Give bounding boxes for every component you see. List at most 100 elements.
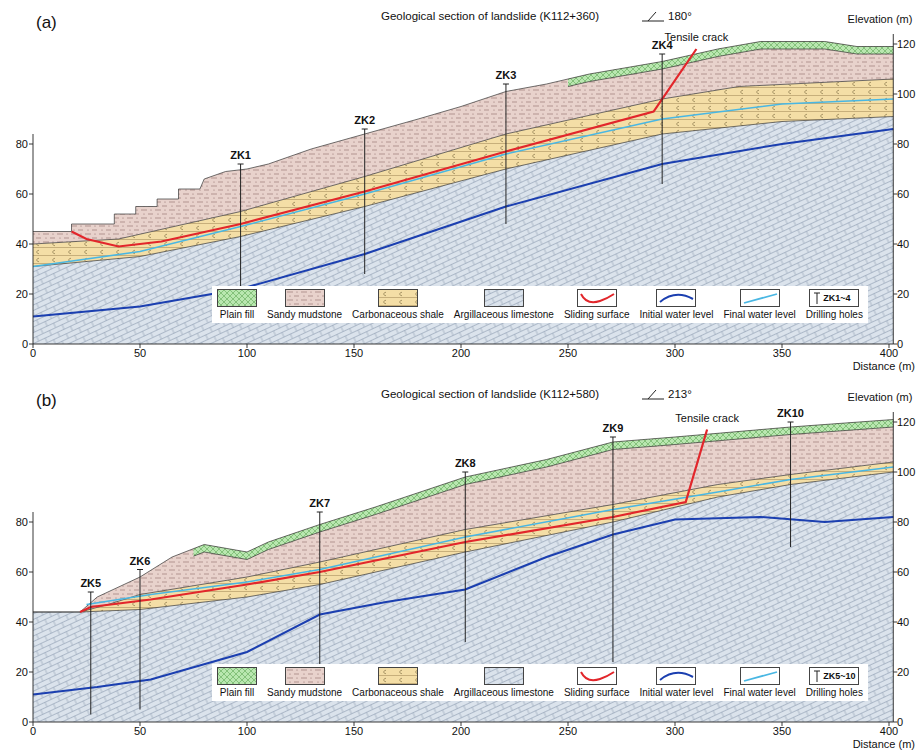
legend-label: Sliding surface bbox=[564, 688, 630, 698]
tick bbox=[29, 194, 33, 195]
legend-label: Plain fill bbox=[220, 688, 254, 698]
tick-label: 120 bbox=[897, 39, 915, 50]
legend-label: Carbonaceous shale bbox=[352, 310, 444, 320]
tick-label: 60 bbox=[897, 567, 909, 578]
legend-swatch bbox=[577, 289, 617, 307]
swatch-sample bbox=[578, 290, 616, 306]
tick-label: 100 bbox=[238, 726, 256, 737]
bottom-axis bbox=[33, 722, 893, 723]
tick-label: 400 bbox=[880, 726, 898, 737]
legend-label: Plain fill bbox=[220, 310, 254, 320]
tick bbox=[893, 472, 897, 473]
tick-label: 0 bbox=[30, 726, 36, 737]
left-axis bbox=[33, 134, 34, 344]
drilling-hole bbox=[462, 472, 468, 642]
dip-symbol bbox=[642, 12, 664, 21]
mudstone-layer-hatch bbox=[33, 42, 893, 245]
legend-swatch: ZK5~10 bbox=[809, 667, 859, 685]
borehole-label: ZK10 bbox=[777, 408, 804, 419]
legend-label: Initial water level bbox=[640, 310, 714, 320]
legend-swatch bbox=[740, 667, 780, 685]
axes bbox=[29, 412, 897, 726]
mudstone-layer-hatch bbox=[80, 420, 893, 613]
borehole-label: ZK5 bbox=[80, 578, 101, 589]
legend-sample-label: ZK5~10 bbox=[823, 672, 855, 681]
tick-label: 20 bbox=[897, 289, 909, 300]
legend-swatch bbox=[285, 289, 325, 307]
layer-boundary bbox=[568, 49, 893, 87]
legend-item: Sliding surface bbox=[564, 289, 630, 320]
tick-label: 60 bbox=[16, 189, 28, 200]
axis-title: Elevation (m) bbox=[848, 392, 913, 403]
tick bbox=[893, 44, 897, 45]
sliding-surface bbox=[72, 49, 697, 247]
legend-swatch bbox=[217, 289, 257, 307]
tick-label: 50 bbox=[134, 348, 146, 359]
drilling-hole bbox=[88, 592, 94, 715]
legend-item: ZK5~10Drilling holes bbox=[806, 667, 863, 698]
tick bbox=[29, 672, 33, 673]
dip-symbol bbox=[642, 390, 664, 399]
legend-item: Sliding surface bbox=[564, 667, 630, 698]
legend-item: Final water level bbox=[723, 667, 795, 698]
panel-letter: (a) bbox=[36, 14, 57, 31]
swatch-hatch bbox=[379, 290, 417, 306]
legend-label: Carbonaceous shale bbox=[352, 688, 444, 698]
tick-label: 40 bbox=[16, 239, 28, 250]
drilling-hole bbox=[659, 54, 665, 184]
sliding-surface-sample bbox=[581, 672, 614, 680]
legend: Plain fillSandy mudstoneCarbonaceous sha… bbox=[212, 286, 868, 323]
tick-label: 40 bbox=[897, 239, 909, 250]
tick-label: 300 bbox=[666, 726, 684, 737]
tick-label: 100 bbox=[238, 348, 256, 359]
legend-swatch bbox=[577, 667, 617, 685]
swatch-sample bbox=[379, 668, 417, 684]
layer-boundary bbox=[33, 420, 893, 613]
geological-section bbox=[29, 390, 897, 726]
tick-label: 200 bbox=[452, 348, 470, 359]
plain-fill-layer bbox=[194, 420, 894, 560]
layer-boundary bbox=[33, 79, 893, 244]
tick-label: 300 bbox=[666, 348, 684, 359]
legend-item: Plain fill bbox=[217, 667, 257, 698]
swatch-hatch bbox=[379, 668, 417, 684]
tick-label: 80 bbox=[897, 139, 909, 150]
legend-swatch bbox=[378, 667, 418, 685]
tick-label: 150 bbox=[345, 726, 363, 737]
legend-swatch bbox=[740, 289, 780, 307]
tick-label: 120 bbox=[897, 417, 915, 428]
tick bbox=[893, 572, 897, 573]
swatch-sample bbox=[578, 668, 616, 684]
legend-swatch bbox=[217, 667, 257, 685]
swatch-hatch bbox=[485, 290, 523, 306]
initial-water-sample bbox=[660, 673, 693, 680]
geological-section bbox=[29, 12, 897, 348]
borehole-label: ZK2 bbox=[354, 115, 375, 126]
layer-boundary bbox=[33, 42, 893, 232]
axis-title: Distance (m) bbox=[853, 361, 915, 372]
legend-swatch: ZK1~4 bbox=[809, 289, 859, 307]
legend-label: Drilling holes bbox=[806, 688, 863, 698]
swatch-sample bbox=[218, 290, 256, 306]
legend-item: ZK1~4Drilling holes bbox=[806, 289, 863, 320]
borehole-label: ZK1 bbox=[230, 150, 251, 161]
tick-label: 250 bbox=[559, 348, 577, 359]
borehole-label: ZK4 bbox=[652, 40, 673, 51]
legend-swatch bbox=[656, 667, 696, 685]
legend: Plain fill Sandy mudstone Carbonaceous sha… bbox=[212, 664, 868, 701]
panel-letter: (b) bbox=[36, 392, 57, 409]
legend-item: Sandy mudstone bbox=[267, 667, 342, 698]
sliding-surface-sample bbox=[581, 294, 614, 302]
axis-title: Elevation (m) bbox=[848, 14, 913, 25]
swatch-hatch bbox=[218, 290, 256, 306]
swatch-hatch bbox=[286, 290, 324, 306]
final-water-level bbox=[87, 467, 894, 605]
legend-label: Sandy mudstone bbox=[267, 688, 342, 698]
legend-label: Final water level bbox=[723, 310, 795, 320]
tick bbox=[893, 94, 897, 95]
swatch-sample bbox=[286, 290, 324, 306]
tick bbox=[29, 344, 33, 345]
drilling-hole bbox=[137, 570, 143, 710]
tick bbox=[893, 244, 897, 245]
axis-title: Distance (m) bbox=[853, 739, 915, 750]
